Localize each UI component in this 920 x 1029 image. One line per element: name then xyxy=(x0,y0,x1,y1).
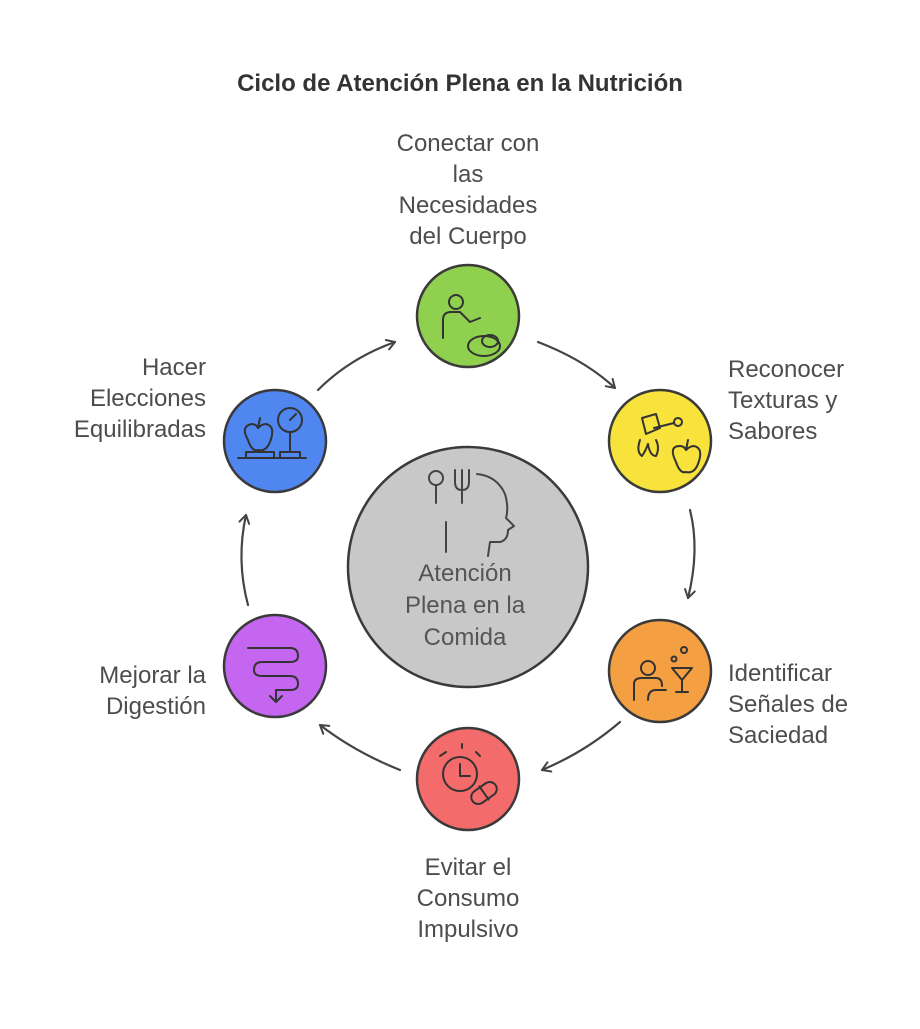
arrow-choices-to-connect xyxy=(316,338,397,392)
node-satiety xyxy=(607,618,713,724)
person-cocktail-icon xyxy=(633,646,693,701)
honey-apple-icon xyxy=(637,413,702,474)
label-impulsive: Evitar el Consumo Impulsivo xyxy=(416,854,520,943)
node-textures xyxy=(607,388,713,494)
cycle-arrows xyxy=(238,338,696,773)
node-choices xyxy=(222,388,328,494)
label-satiety: Identificar Señales de Saciedad xyxy=(728,660,849,749)
center-label: Atención Plena en la Comida xyxy=(404,560,526,651)
diagram-title: Ciclo de Atención Plena en la Nutrición xyxy=(237,70,683,97)
center-circle xyxy=(346,445,590,689)
node-digestion xyxy=(222,613,328,719)
label-digestion: Mejorar la Digestión xyxy=(99,662,206,720)
center-node xyxy=(346,445,590,689)
node-connect xyxy=(415,263,521,369)
arrow-textures-to-satiety xyxy=(684,508,696,600)
head-with-utensils-icon xyxy=(428,469,515,557)
arrow-digestion-to-choices xyxy=(238,513,251,607)
label-textures: Reconocer Texturas y Sabores xyxy=(728,356,845,445)
arrow-impulsive-to-digestion xyxy=(318,723,402,772)
arrow-satiety-to-impulsive xyxy=(540,720,622,773)
clock-pill-icon xyxy=(439,743,498,806)
intestine-icon xyxy=(247,647,299,703)
node-impulsive xyxy=(415,726,521,832)
arrow-connect-to-textures xyxy=(536,340,617,390)
apple-scale-icon xyxy=(237,407,307,459)
label-choices: Hacer Elecciones Equilibradas xyxy=(73,354,206,443)
person-with-food-icon xyxy=(442,294,501,357)
label-connect: Conectar con las Necesidades del Cuerpo xyxy=(396,130,540,250)
